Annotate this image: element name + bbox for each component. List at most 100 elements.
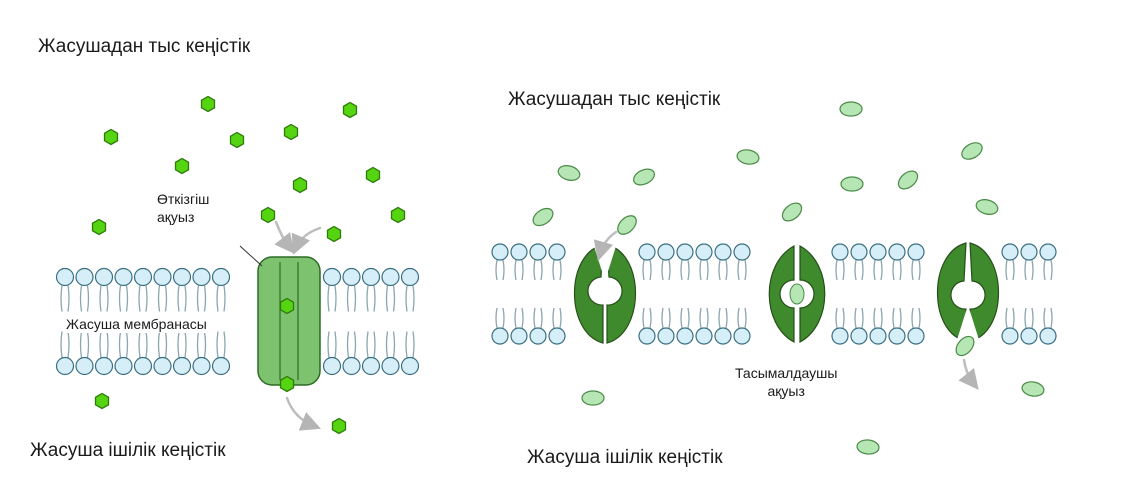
lipid-tail xyxy=(118,285,122,312)
phospholipid xyxy=(714,243,732,345)
lipid-head xyxy=(153,267,172,287)
lipid-head xyxy=(361,356,381,376)
lipid-head xyxy=(529,243,547,261)
lipid-tail xyxy=(405,285,408,312)
lipid-head xyxy=(94,267,114,287)
lipid-tail xyxy=(385,285,389,312)
lipid-tail xyxy=(854,307,857,329)
hexagon-molecule xyxy=(331,417,347,435)
lipid-tail xyxy=(1043,307,1046,329)
lipid-head xyxy=(850,327,868,345)
lipid-head xyxy=(657,243,675,261)
lipid-tail xyxy=(495,307,498,329)
lipid-tail xyxy=(514,307,517,329)
oval-molecule xyxy=(736,149,760,165)
oval-molecule xyxy=(961,142,983,160)
flow-arrow xyxy=(291,226,322,255)
lipid-head xyxy=(907,243,925,261)
lipid-head xyxy=(342,356,361,376)
phospholipid xyxy=(322,267,342,376)
lipid-tail xyxy=(79,331,83,358)
oval-molecule xyxy=(839,101,863,117)
lipid-tail xyxy=(873,259,876,281)
lipid-tail xyxy=(899,307,902,329)
lipid-head xyxy=(114,267,133,287)
lipid-tail xyxy=(373,331,376,358)
lipid-head xyxy=(172,356,192,376)
channel-body xyxy=(257,256,321,386)
lipid-tail xyxy=(334,285,337,312)
lipid-tail xyxy=(1012,307,1015,329)
lipid-tail xyxy=(164,331,168,358)
oval-molecule xyxy=(840,176,864,192)
lipid-tail xyxy=(918,259,921,281)
lipid-head xyxy=(75,267,94,287)
lipid-head xyxy=(381,267,400,287)
carrier-opening xyxy=(956,305,980,343)
phospholipid xyxy=(638,243,656,345)
hexagon-molecule xyxy=(200,95,216,113)
lipid-head xyxy=(133,267,153,287)
carrier-protein-label: Тасымалдаушы ақуыз xyxy=(735,364,837,400)
lipid-tail xyxy=(835,259,838,281)
lipid-tail xyxy=(334,331,337,358)
lipid-tail xyxy=(842,307,845,329)
lipid-head xyxy=(1039,327,1057,345)
lipid-tail xyxy=(661,307,664,329)
lipid-head xyxy=(548,327,566,345)
lipid-head xyxy=(638,327,656,345)
lipid-tail xyxy=(1012,259,1015,281)
lipid-tail xyxy=(177,285,180,312)
lipid-tail xyxy=(86,285,90,312)
lipid-tail xyxy=(540,259,543,281)
channel-label-line1: Өткізгіш xyxy=(157,191,210,207)
lipid-tail xyxy=(223,285,226,312)
lipid-tail xyxy=(880,259,883,281)
phospholipid xyxy=(75,267,94,376)
lipid-tail xyxy=(1043,259,1046,281)
lipid-head xyxy=(831,243,849,261)
phospholipid xyxy=(733,243,751,345)
lipid-tail xyxy=(1050,307,1053,329)
lipid-tail xyxy=(184,285,187,312)
lipid-tail xyxy=(177,331,180,358)
channel-label-line2: ақуыз xyxy=(157,209,195,225)
lipid-tail xyxy=(521,259,524,281)
hexagon-molecule xyxy=(292,176,308,194)
lipid-tail xyxy=(744,259,747,281)
hexagon-molecule xyxy=(283,123,299,141)
lipid-tail xyxy=(366,331,369,358)
lipid-head xyxy=(322,356,342,376)
lipid-tail xyxy=(1031,307,1034,329)
phospholipid xyxy=(676,243,694,345)
lipid-tail xyxy=(216,285,219,312)
lipid-tail xyxy=(157,331,161,358)
flow-arrows xyxy=(274,220,979,431)
lipid-tail xyxy=(687,307,690,329)
lipid-head xyxy=(94,356,114,376)
lipid-head xyxy=(907,327,925,345)
lipid-tail xyxy=(668,259,671,281)
lipid-head xyxy=(322,267,342,287)
lipid-tail xyxy=(540,307,543,329)
lipid-tail xyxy=(737,259,740,281)
lipid-tail xyxy=(184,331,187,358)
lipid-tail xyxy=(1005,307,1008,329)
lipid-tail xyxy=(725,307,728,329)
phospholipid xyxy=(510,243,528,345)
lipid-tail xyxy=(718,307,721,329)
hexagon-molecule xyxy=(390,206,406,224)
lipid-tail xyxy=(533,259,536,281)
hexagon-molecule xyxy=(229,131,245,149)
left-intracellular-label: Жасуша ішілік кеңістік xyxy=(30,440,226,461)
lipid-tail xyxy=(67,285,70,312)
lipid-tail xyxy=(412,331,415,358)
lipid-tail xyxy=(145,285,148,312)
lipid-head xyxy=(869,243,887,261)
lipid-tail xyxy=(145,331,148,358)
oval-molecule xyxy=(532,207,554,227)
hexagon-molecule xyxy=(174,157,190,175)
lipid-tail xyxy=(125,285,129,312)
lipid-head xyxy=(114,356,133,376)
